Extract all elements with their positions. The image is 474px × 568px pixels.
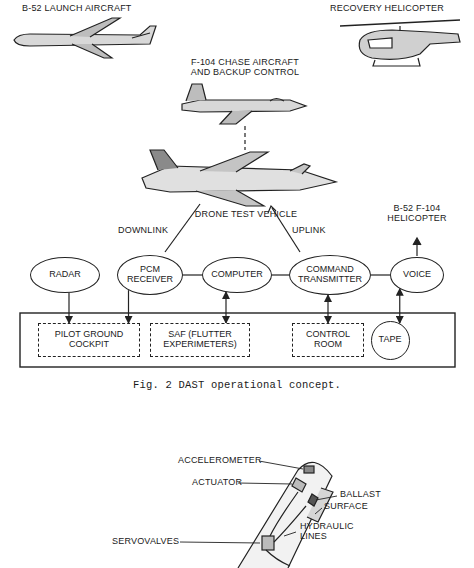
signal-connector [128, 290, 129, 323]
link-label: UPLINK [292, 226, 326, 236]
signal-connector [183, 274, 202, 275]
signal-connector [399, 289, 400, 323]
aircraft-label: RECOVERY HELICOPTER [330, 4, 444, 14]
signal-connector [327, 295, 328, 323]
downlink-line [165, 204, 200, 252]
part-label: ACCELEROMETER [178, 456, 262, 466]
part-label: HYDRAULIC LINES [300, 522, 354, 542]
f104-chase-aircraft [182, 84, 306, 124]
figure-caption: Fig. 2 DAST operational concept. [133, 380, 341, 392]
part-label: SERVOVALVES [112, 537, 179, 547]
part-label: BALLAST [340, 490, 381, 500]
part-label: ACTUATOR [192, 478, 242, 488]
facility-box: PILOT GROUND COCKPIT [38, 323, 140, 357]
b52-aircraft [14, 18, 156, 58]
part-label: SURFACE [324, 502, 368, 512]
node-text: CONTROL ROOM [298, 330, 358, 350]
tape-circle: TAPE [371, 321, 410, 360]
vehicle-label: DRONE TEST VEHICLE [195, 210, 297, 220]
node-text: COMPUTER [211, 270, 263, 280]
signal-connector [272, 274, 289, 275]
facility-box: CONTROL ROOM [292, 323, 364, 357]
aircraft-label: F-104 CHASE AIRCRAFT AND BACKUP CONTROL [185, 58, 305, 78]
node-text: VOICE [403, 270, 431, 280]
recovery-helicopter [340, 20, 460, 66]
node-text: TAPE [379, 335, 402, 345]
aircraft-label: B-52 LAUNCH AIRCRAFT [22, 4, 132, 14]
node-text: PILOT GROUND COCKPIT [44, 330, 134, 350]
ground-station-band [20, 313, 455, 367]
node-text: PCM RECEIVER [125, 265, 175, 285]
node-text: RADAR [49, 270, 81, 280]
signal-connector [225, 292, 226, 323]
node-text: COMMAND TRANSMITTER [297, 265, 363, 285]
station-oval: RADAR [30, 257, 100, 293]
station-oval: COMMAND TRANSMITTER [289, 255, 371, 295]
drone-test-vehicle [142, 150, 336, 206]
destination-label: B-52 F-104 HELICOPTER [387, 204, 447, 224]
node-text: SAF (FLUTTER EXPERIMETERS) [156, 330, 244, 350]
wing-tip-model [238, 462, 333, 568]
station-oval: COMPUTER [202, 257, 272, 293]
station-oval: VOICE [390, 257, 444, 293]
signal-connector [68, 293, 69, 323]
facility-box: SAF (FLUTTER EXPERIMETERS) [150, 323, 250, 357]
signal-connector [371, 274, 390, 275]
station-oval: PCM RECEIVER [117, 255, 183, 295]
voice-arrowhead [413, 238, 421, 245]
link-label: DOWNLINK [118, 226, 168, 236]
control-link [244, 126, 245, 150]
